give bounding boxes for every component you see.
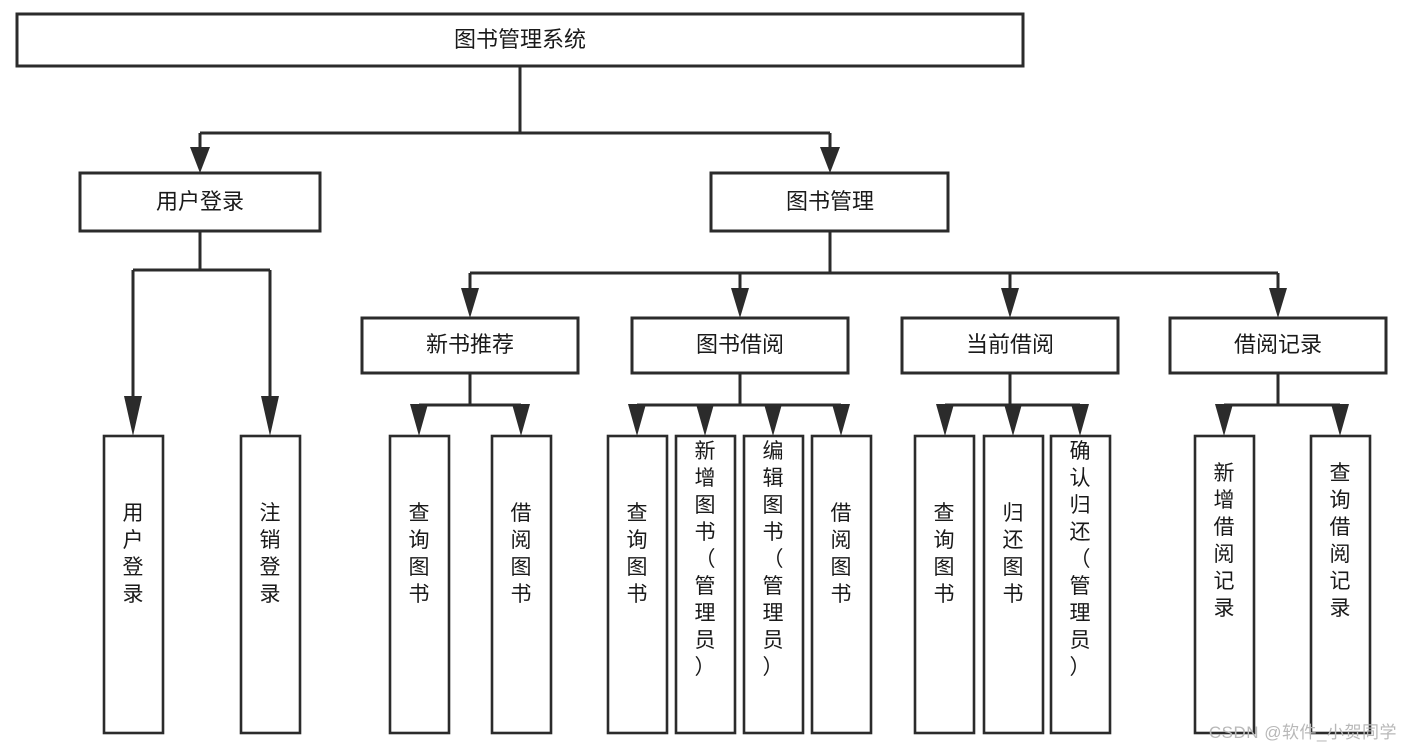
node-current-borrow-box[interactable] <box>900 316 1120 375</box>
node-user-login-box[interactable] <box>78 171 322 233</box>
node-root[interactable]: 图书管理系统 <box>15 12 1025 68</box>
leaf-book-borrow-1[interactable]: 查询图书 <box>606 434 669 735</box>
arrowhead-cb-leaf-1 <box>936 404 954 436</box>
leaf-user-login-1[interactable]: 用户登录 <box>102 434 165 735</box>
arrowhead-nb-leaf-1 <box>410 404 428 436</box>
node-root-label: 图书管理系统 <box>454 27 586 52</box>
leaf-new-book-1[interactable]: 查询图书 <box>388 434 451 735</box>
leaf-new-book-2-label: 借阅图书 <box>511 502 532 606</box>
leaf-book-borrow-3[interactable]: 编辑图书（管理员） <box>742 434 805 735</box>
leaf-current-borrow-1-box[interactable] <box>913 434 976 735</box>
arrowhead-book-borrow <box>731 288 749 318</box>
leaf-borrow-record-1-box[interactable] <box>1193 434 1256 735</box>
leaf-new-book-2[interactable]: 借阅图书 <box>490 434 553 735</box>
leaf-borrow-record-2-box[interactable] <box>1309 434 1372 735</box>
node-book-management-label: 图书管理 <box>786 189 874 214</box>
leaf-user-login-1-box[interactable] <box>102 434 165 735</box>
leaf-current-borrow-2-box[interactable] <box>982 434 1045 735</box>
arrowhead-bb-leaf-2 <box>696 404 714 436</box>
node-root-box[interactable] <box>15 12 1025 68</box>
connector-layer <box>124 66 1349 436</box>
leaf-borrow-record-1-label: 新增借阅记录 <box>1214 462 1235 620</box>
leaf-user-login-2-label: 注销登录 <box>260 502 281 606</box>
leaf-book-borrow-4-label: 借阅图书 <box>831 502 852 606</box>
leaf-borrow-record-2-label: 查询借阅记录 <box>1330 462 1351 620</box>
leaf-book-borrow-4-box[interactable] <box>810 434 873 735</box>
leaf-borrow-record-2[interactable]: 查询借阅记录 <box>1309 434 1372 735</box>
leaf-new-book-2-box[interactable] <box>490 434 553 735</box>
leaf-user-login-2-box[interactable] <box>239 434 302 735</box>
node-current-borrow[interactable]: 当前借阅 <box>900 316 1120 375</box>
node-borrow-record[interactable]: 借阅记录 <box>1168 316 1388 375</box>
arrowhead-new-book <box>461 288 479 318</box>
leaf-current-borrow-3-box[interactable] <box>1049 434 1112 735</box>
leaf-current-borrow-3-label: 确认归还（管理员） <box>1070 440 1091 679</box>
arrowhead-br-leaf-2 <box>1331 404 1349 436</box>
node-borrow-record-box[interactable] <box>1168 316 1388 375</box>
arrowhead-br-leaf-1 <box>1215 404 1233 436</box>
leaf-new-book-1-label: 查询图书 <box>409 502 430 606</box>
arrowhead-book-mgmt <box>820 147 840 173</box>
node-book-borrow[interactable]: 图书借阅 <box>630 316 850 375</box>
arrowhead-nb-leaf-2 <box>512 404 530 436</box>
leaf-book-borrow-2-label: 新增图书（管理员） <box>695 440 716 679</box>
leaf-current-borrow-1-label: 查询图书 <box>934 502 955 606</box>
leaf-book-borrow-1-label: 查询图书 <box>627 502 648 606</box>
node-user-login-label: 用户登录 <box>156 189 244 214</box>
node-new-book-recommend[interactable]: 新书推荐 <box>360 316 580 375</box>
arrowhead-bb-leaf-4 <box>832 404 850 436</box>
leaf-user-login-2[interactable]: 注销登录 <box>239 434 302 735</box>
leaf-current-borrow-3[interactable]: 确认归还（管理员） <box>1049 434 1112 735</box>
leaf-borrow-record-1[interactable]: 新增借阅记录 <box>1193 434 1256 735</box>
node-book-management[interactable]: 图书管理 <box>709 171 950 233</box>
leaf-current-borrow-2-label: 归还图书 <box>1003 502 1024 606</box>
csdn-watermark: CSDN @软件_小贺同学 <box>1208 723 1397 742</box>
node-user-login[interactable]: 用户登录 <box>78 171 322 233</box>
node-book-borrow-box[interactable] <box>630 316 850 375</box>
leaf-user-login-1-label: 用户登录 <box>123 502 144 606</box>
leaf-book-borrow-2[interactable]: 新增图书（管理员） <box>674 434 737 735</box>
arrowhead-current-borrow <box>1001 288 1019 318</box>
node-book-management-box[interactable] <box>709 171 950 233</box>
node-new-book-recommend-box[interactable] <box>360 316 580 375</box>
leaf-book-borrow-4[interactable]: 借阅图书 <box>810 434 873 735</box>
arrowhead-cb-leaf-2 <box>1004 404 1022 436</box>
leaf-new-book-1-box[interactable] <box>388 434 451 735</box>
leaf-book-borrow-3-label: 编辑图书（管理员） <box>763 440 784 679</box>
leaf-book-borrow-3-box[interactable] <box>742 434 805 735</box>
node-borrow-record-label: 借阅记录 <box>1234 332 1322 357</box>
arrowhead-bb-leaf-3 <box>764 404 782 436</box>
node-book-borrow-label: 图书借阅 <box>696 332 784 357</box>
arrowhead-cb-leaf-3 <box>1071 404 1089 436</box>
node-current-borrow-label: 当前借阅 <box>966 332 1054 357</box>
arrowhead-borrow-record <box>1269 288 1287 318</box>
leaf-book-borrow-2-box[interactable] <box>674 434 737 735</box>
arrowhead-user-login <box>190 147 210 173</box>
leaf-book-borrow-1-box[interactable] <box>606 434 669 735</box>
node-new-book-recommend-label: 新书推荐 <box>426 332 514 357</box>
leaf-current-borrow-1[interactable]: 查询图书 <box>913 434 976 735</box>
leaf-current-borrow-2[interactable]: 归还图书 <box>982 434 1045 735</box>
arrowhead-bb-leaf-1 <box>628 404 646 436</box>
arrowhead-ul-leaf-2 <box>261 396 279 436</box>
arrowhead-ul-leaf-1 <box>124 396 142 436</box>
